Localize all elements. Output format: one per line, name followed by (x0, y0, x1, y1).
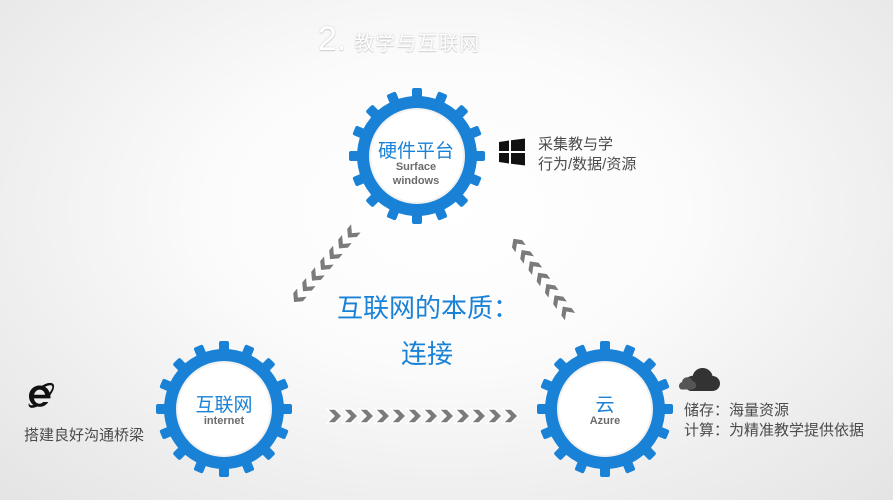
hardware-node-label: 硬件平台 Surface windows (361, 142, 471, 188)
slide-title: 2. 教学与互联网 (318, 22, 578, 62)
hardware-node-subtitle-windows: windows (392, 175, 440, 188)
internet-node-label: 互联网 internet (167, 396, 281, 427)
cloud-side-note: 储存：海量资源 计算：为精准教学提供依据 (684, 401, 864, 442)
hardware-node-title: 硬件平台 (377, 141, 454, 162)
internet-node-subtitle: internet (203, 414, 245, 427)
gear-icon-internet (156, 341, 292, 477)
ie-side-note-line-1: 搭建良好沟通桥梁 (24, 427, 145, 444)
windows-side-note: 采集教与学 行为/数据/资源 (538, 135, 636, 176)
gear-icon-hardware (349, 88, 485, 224)
cloud-node-subtitle: Azure (589, 414, 621, 427)
cloud-node-label: 云 Azure (551, 396, 659, 427)
windows-side-note-line-1: 采集教与学 (538, 136, 614, 153)
windows-logo-icon (499, 138, 525, 166)
center-line-1: 互联网的本质： (337, 293, 520, 323)
internet-explorer-icon (28, 382, 55, 408)
gear-icon-cloud (537, 341, 673, 477)
ie-side-note: 搭建良好沟通桥梁 (24, 426, 144, 446)
internet-node-title: 互联网 (195, 395, 253, 416)
slide-title-text: 教学与互联网 (354, 33, 481, 55)
chevron-arrow-cloud-to-hardware (506, 233, 578, 323)
cloud-side-note-line-2: 计算：为精准教学提供依据 (684, 422, 865, 440)
chevron-arrow-internet-to-cloud (326, 408, 519, 424)
cloud-icon (679, 368, 720, 391)
cloud-side-note-line-1: 储存：海量资源 (684, 402, 790, 419)
center-line-2: 连接 (401, 339, 454, 369)
windows-side-note-line-2: 行为/数据/资源 (538, 156, 637, 174)
cloud-node-title: 云 (595, 395, 615, 416)
slide-title-number: 2. (318, 20, 347, 58)
hardware-node-subtitle-surface: Surface (395, 160, 437, 173)
chevron-arrow-hardware-to-internet (287, 221, 364, 309)
